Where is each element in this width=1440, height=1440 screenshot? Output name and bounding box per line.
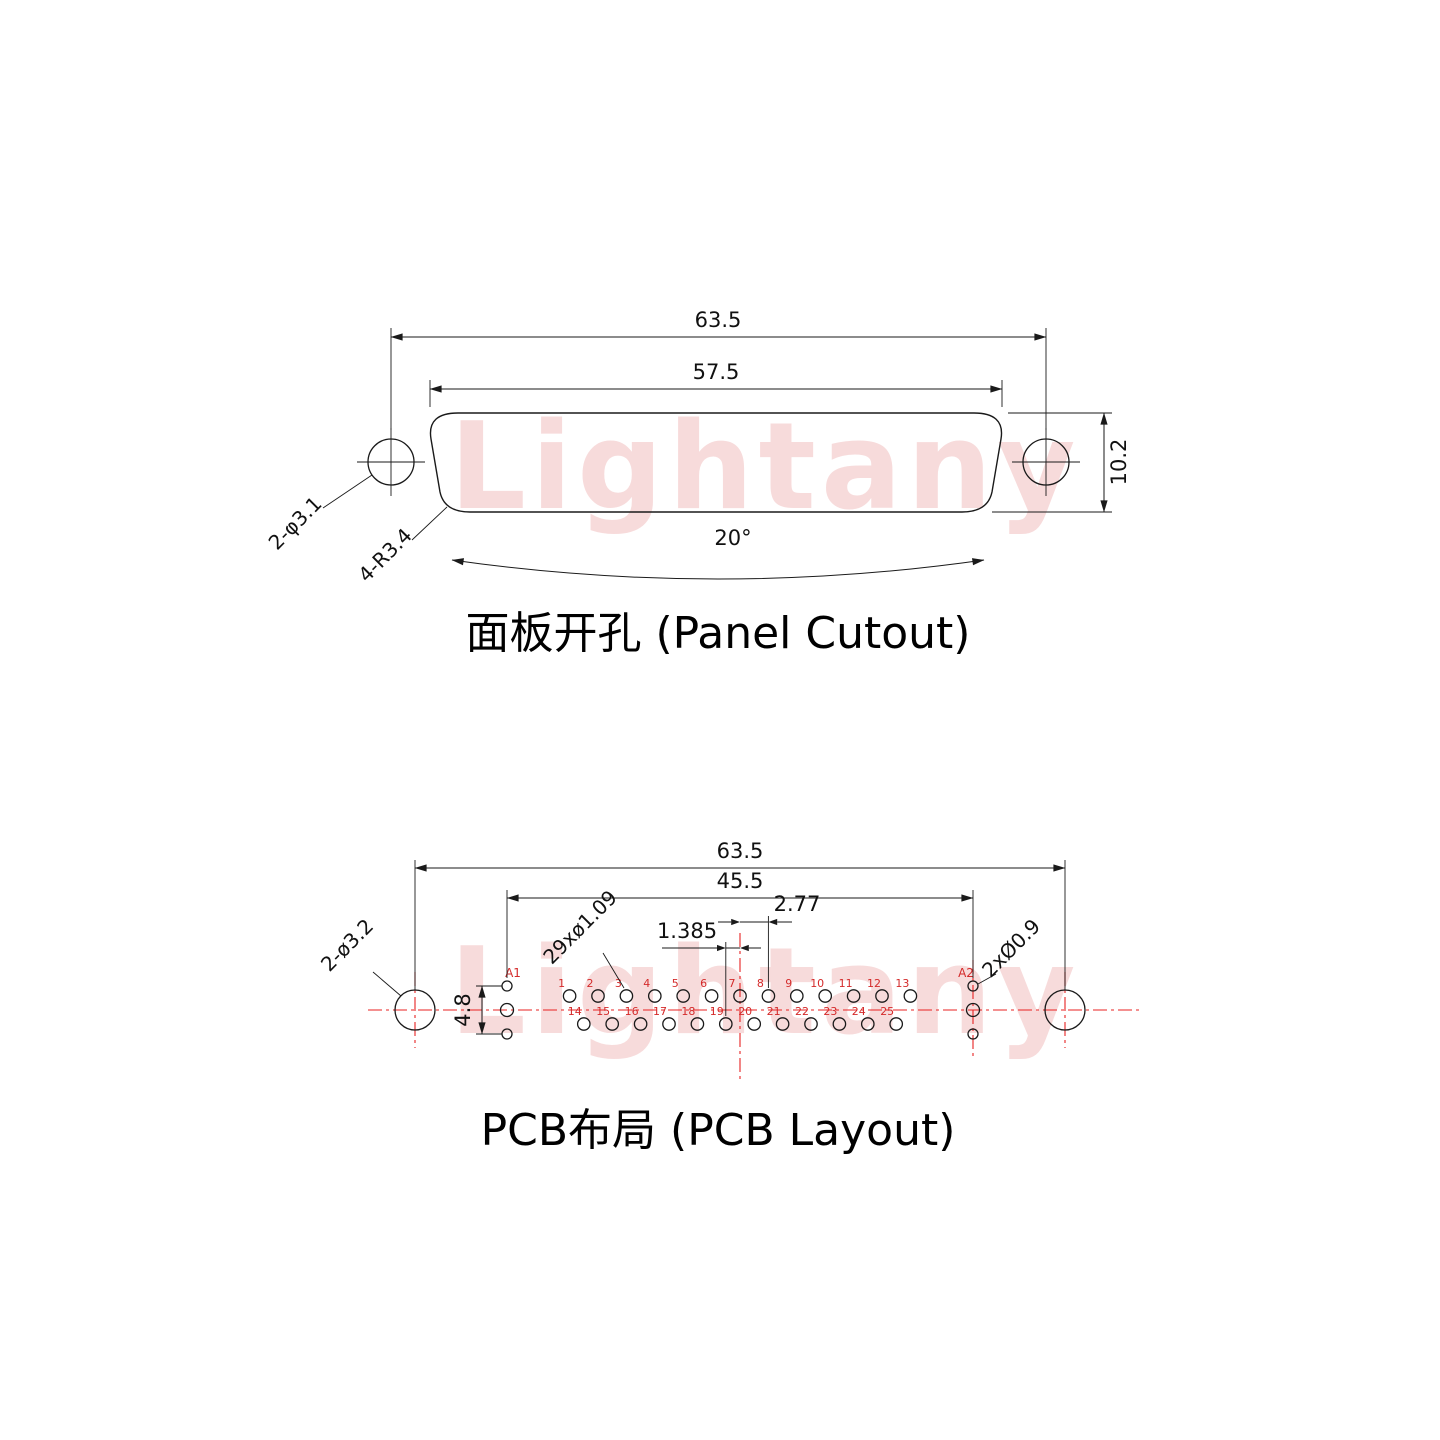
pin-label: 11 [839, 977, 853, 990]
panel-label-mount-holes: 2-φ3.1 [264, 474, 373, 555]
pin-label: 8 [757, 977, 764, 990]
pin-row-bottom: 14 15 16 17 18 19 20 21 22 23 24 25 [568, 1005, 904, 1031]
coax-label-a1: A1 [505, 966, 521, 980]
coax-label-a2: A2 [958, 966, 974, 980]
pcb-dim-shield-spacing: 4.8 [451, 985, 502, 1035]
pcb-dim-half-pitch: 1.385 [657, 919, 761, 1016]
pin-label: 16 [625, 1005, 639, 1018]
pcb-dim-overall-width: 63.5 [414, 839, 1066, 990]
pin-label: 13 [895, 977, 909, 990]
pin-hole [733, 989, 747, 1003]
pin-label: 12 [867, 977, 881, 990]
panel-dim-cutout-width-text: 57.5 [693, 360, 740, 384]
watermark-text-top: Lightany [450, 398, 1081, 537]
pin-label: 20 [738, 1005, 752, 1018]
pin-label: 15 [596, 1005, 610, 1018]
pcb-layout-title: PCB布局 (PCB Layout) [481, 1105, 956, 1156]
panel-label-corner-radius-text: 4-R3.4 [353, 523, 416, 586]
pin-hole [591, 989, 605, 1003]
pin-label: 10 [810, 977, 824, 990]
pin-hole [889, 1017, 904, 1031]
pin-hole [846, 989, 861, 1003]
pin-hole [875, 989, 889, 1003]
pin-hole [832, 1017, 847, 1031]
panel-label-corner-radius: 4-R3.4 [353, 506, 448, 587]
pin-hole [647, 989, 662, 1003]
pin-label: 7 [729, 977, 736, 990]
pin-hole [818, 989, 833, 1003]
watermark-text-bottom: Lightany [450, 923, 1081, 1062]
panel-dim-angle-text: 20° [714, 526, 751, 550]
pin-hole [633, 1017, 648, 1031]
pcb-dim-half-pitch-text: 1.385 [657, 919, 717, 943]
dsub-cutout-outline [429, 412, 1003, 513]
pcb-label-mount-holes: 2-ø3.2 [316, 914, 402, 997]
pin-label: 19 [710, 1005, 724, 1018]
coax-contact-a2: A2 [958, 966, 981, 1040]
pin-label: 1 [558, 977, 565, 990]
pin-label: 25 [880, 1005, 894, 1018]
panel-mount-hole-right [1012, 428, 1080, 496]
pcb-label-mount-holes-text: 2-ø3.2 [316, 914, 378, 976]
panel-dim-angle: 20° [451, 526, 985, 580]
pcb-dim-overall-width-text: 63.5 [717, 839, 764, 863]
pin-label: 22 [795, 1005, 809, 1018]
pcb-dim-shield-spacing-text: 4.8 [451, 993, 475, 1026]
pin-label: 2 [587, 977, 594, 990]
pin-hole [704, 989, 719, 1003]
pin-label: 24 [852, 1005, 866, 1018]
panel-dim-overall-width: 63.5 [390, 308, 1047, 430]
pin-hole [860, 1017, 875, 1031]
pin-hole [676, 989, 691, 1003]
pin-label: 3 [615, 977, 622, 990]
pin-label: 21 [767, 1005, 781, 1018]
pin-label: 18 [681, 1005, 695, 1018]
panel-dim-overall-width-text: 63.5 [695, 308, 742, 332]
panel-dim-height: 10.2 [992, 412, 1131, 513]
pin-hole [576, 1017, 591, 1031]
panel-label-mount-holes-text: 2-φ3.1 [264, 492, 327, 555]
pcb-dim-pitch: 2.77 [718, 892, 820, 988]
pcb-dim-pin-span-text: 45.5 [717, 869, 764, 893]
pin-hole [903, 989, 918, 1003]
pin-hole [789, 989, 804, 1003]
panel-cutout-title: 面板开孔 (Panel Cutout) [466, 608, 971, 659]
pcb-dim-pin-span: 45.5 [506, 869, 974, 978]
watermark: Lightany Lightany [450, 398, 1081, 1062]
pin-label: 14 [568, 1005, 582, 1018]
pin-label: 23 [823, 1005, 837, 1018]
pin-hole [747, 1017, 762, 1031]
pcb-dim-pitch-text: 2.77 [774, 892, 821, 916]
pin-hole [562, 989, 577, 1003]
pin-hole [775, 1017, 790, 1031]
pin-hole [718, 1017, 733, 1031]
pin-hole [761, 989, 776, 1003]
pin-hole [804, 1017, 818, 1031]
pin-hole [605, 1017, 620, 1031]
panel-mount-hole-left [357, 428, 425, 496]
pin-label: 6 [700, 977, 707, 990]
pin-label: 17 [653, 1005, 667, 1018]
pin-label: 9 [785, 977, 792, 990]
pin-hole [690, 1017, 705, 1031]
pin-hole [662, 1017, 676, 1031]
pin-label: 5 [672, 977, 679, 990]
panel-dim-height-text: 10.2 [1107, 439, 1131, 486]
pin-label: 4 [643, 977, 650, 990]
pin-hole [619, 989, 634, 1003]
panel-dim-cutout-width: 57.5 [429, 360, 1003, 407]
